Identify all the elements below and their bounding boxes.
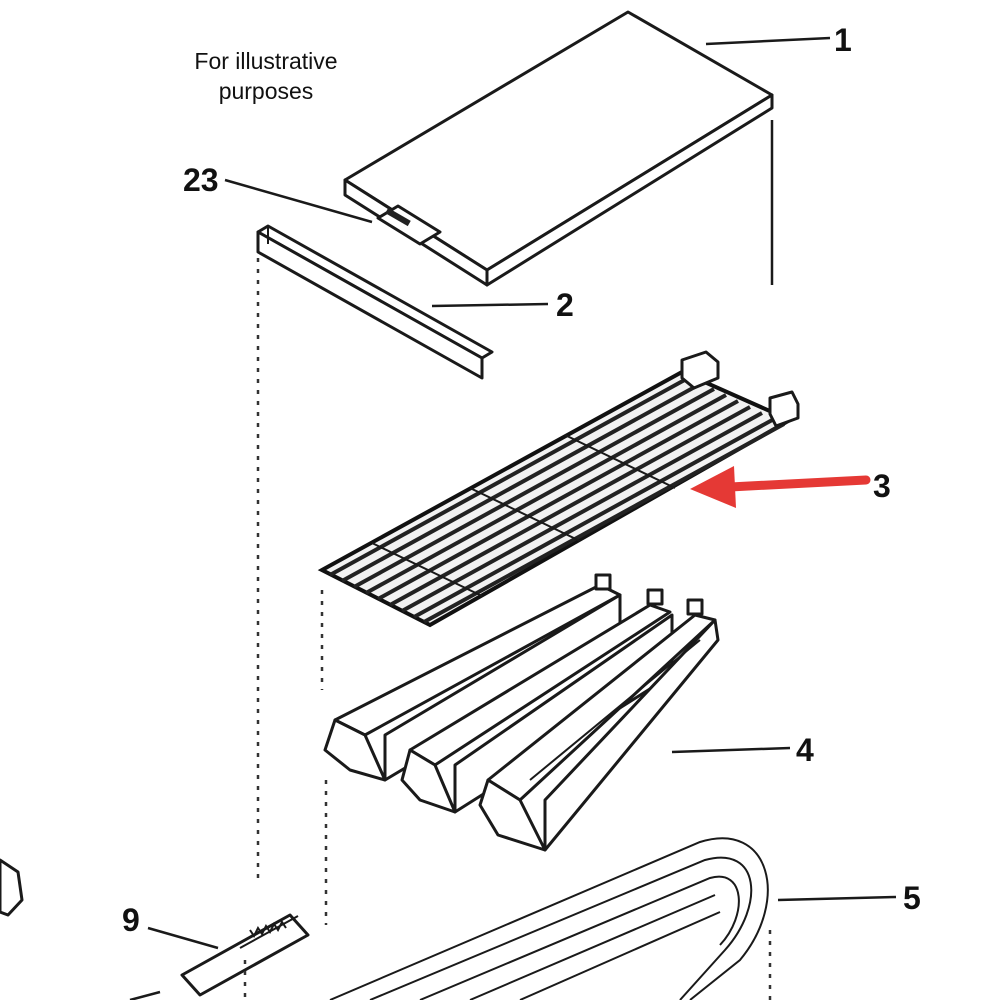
callout-3: 3: [873, 468, 891, 504]
callout-5: 5: [903, 880, 921, 916]
highlight-arrow: [690, 466, 871, 508]
callout-4: 4: [796, 732, 814, 768]
part-3-evaporator-grid: [317, 350, 800, 628]
partial-part-left-edge: [0, 858, 24, 917]
part-9-heater-tube: [180, 913, 310, 997]
part-5-heater-coil: [329, 837, 769, 1000]
callout-9: 9: [122, 902, 140, 938]
part-4-shelf-rails: [323, 573, 720, 852]
part-2-trim-strip: [256, 224, 494, 380]
part-1-top-panel: [343, 10, 774, 287]
illustrative-note-line1: For illustrative: [194, 48, 338, 74]
part-23-bracket: [376, 204, 442, 246]
callout-2: 2: [556, 287, 574, 323]
callout-23: 23: [183, 162, 219, 198]
callout-1: 1: [834, 22, 852, 58]
alignment-lines: [243, 258, 772, 1000]
illustrative-note-line2: purposes: [218, 78, 314, 104]
illustrative-note: For illustrative purposes: [138, 46, 394, 106]
leader-lines: [129, 36, 897, 1000]
